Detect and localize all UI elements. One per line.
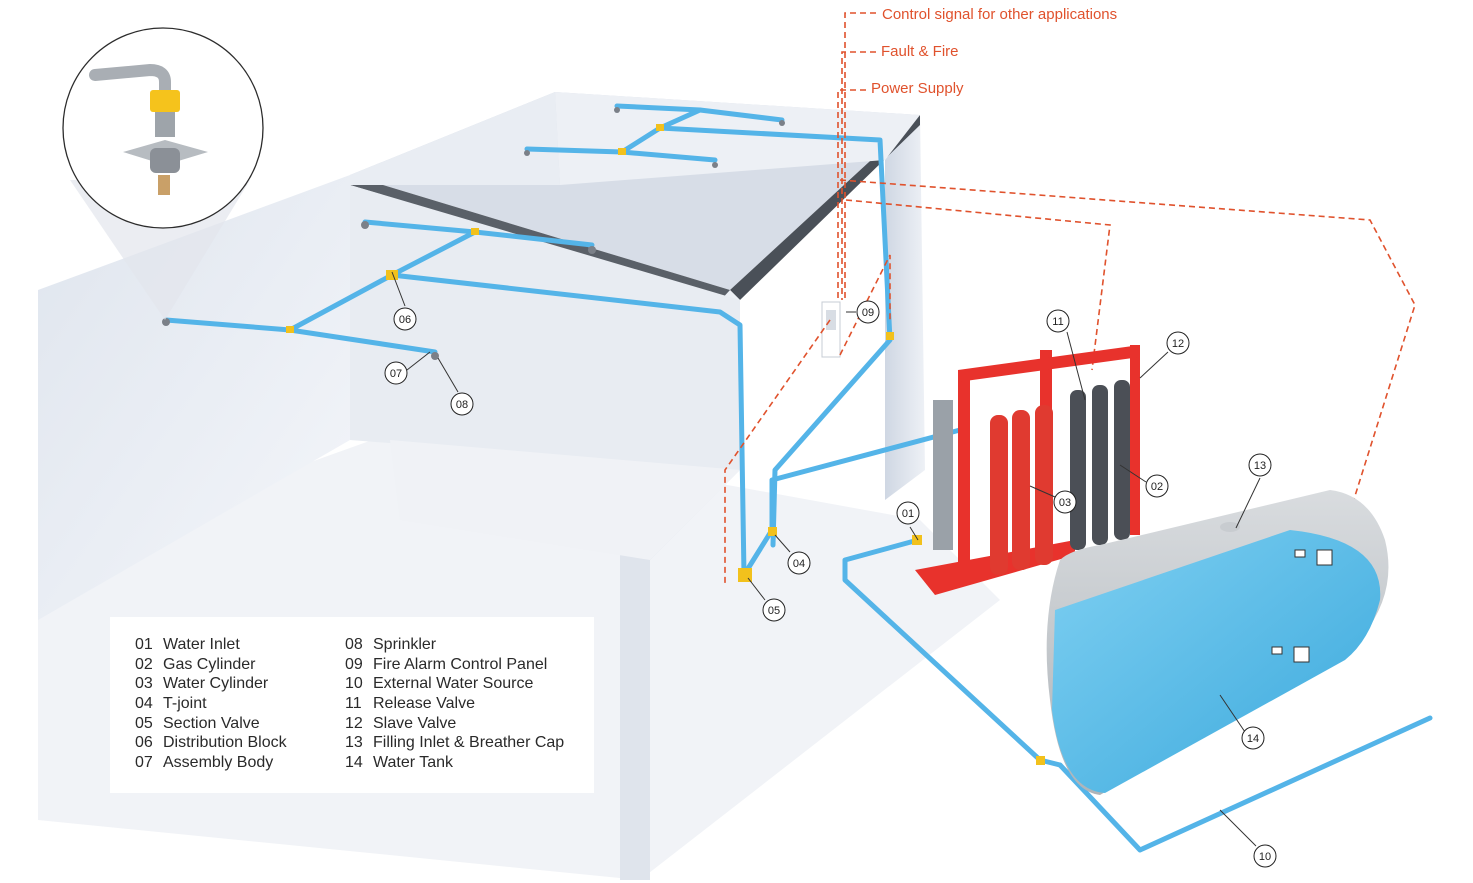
- callout-02: 02: [1145, 474, 1169, 498]
- callout-11: 11: [1046, 309, 1070, 333]
- callout-05: 05: [762, 598, 786, 622]
- callout-07-label: 07: [390, 368, 402, 380]
- signal-label-control: Control signal for other applications: [882, 6, 1117, 23]
- callout-10: 10: [1253, 844, 1277, 868]
- callout-01-label: 01: [902, 508, 914, 520]
- callout-08-label: 08: [456, 399, 468, 411]
- sprinkler-heads: [162, 107, 785, 360]
- fire-alarm-control-panel: [821, 301, 841, 358]
- callout-04-label: 04: [793, 558, 805, 570]
- signal-lines: [724, 12, 1416, 656]
- callout-09-label: 09: [862, 307, 874, 319]
- callout-11-label: 11: [1052, 316, 1063, 328]
- callout-02-label: 02: [1151, 481, 1163, 493]
- water-mist-unit: [915, 345, 1140, 595]
- left-wall: [38, 175, 350, 620]
- gas-cylinders: [1070, 380, 1130, 550]
- callout-03: 03: [1053, 490, 1077, 514]
- callout-12-label: 12: [1172, 338, 1184, 350]
- signal-label-power: Power Supply: [871, 80, 964, 97]
- callout-07: 07: [384, 361, 408, 385]
- callout-10-label: 10: [1259, 851, 1271, 863]
- callout-06-label: 06: [399, 314, 411, 326]
- callouts: 06 07 08 09 04 05 01 11: [384, 300, 1277, 868]
- callout-13: 13: [1248, 453, 1272, 477]
- callout-12: 12: [1166, 331, 1190, 355]
- signal-label-fault: Fault & Fire: [881, 43, 959, 60]
- callout-14-label: 14: [1247, 733, 1259, 745]
- leader-lines: [391, 271, 1261, 847]
- sprinkler-detail: [62, 27, 264, 320]
- water-tank: [1046, 490, 1389, 795]
- callout-14: 14: [1241, 726, 1265, 750]
- callout-04: 04: [787, 551, 811, 575]
- callout-06: 06: [393, 307, 417, 331]
- callout-03-label: 03: [1059, 497, 1071, 509]
- callout-01: 01: [896, 501, 920, 525]
- right-wall: [885, 115, 925, 500]
- level-switch-icon: [1271, 549, 1333, 663]
- callout-08: 08: [450, 392, 474, 416]
- water-cylinders: [990, 405, 1053, 575]
- callout-09: 09: [856, 300, 880, 324]
- callout-05-label: 05: [768, 605, 780, 617]
- callout-13-label: 13: [1254, 460, 1266, 472]
- pipework: [163, 103, 1433, 853]
